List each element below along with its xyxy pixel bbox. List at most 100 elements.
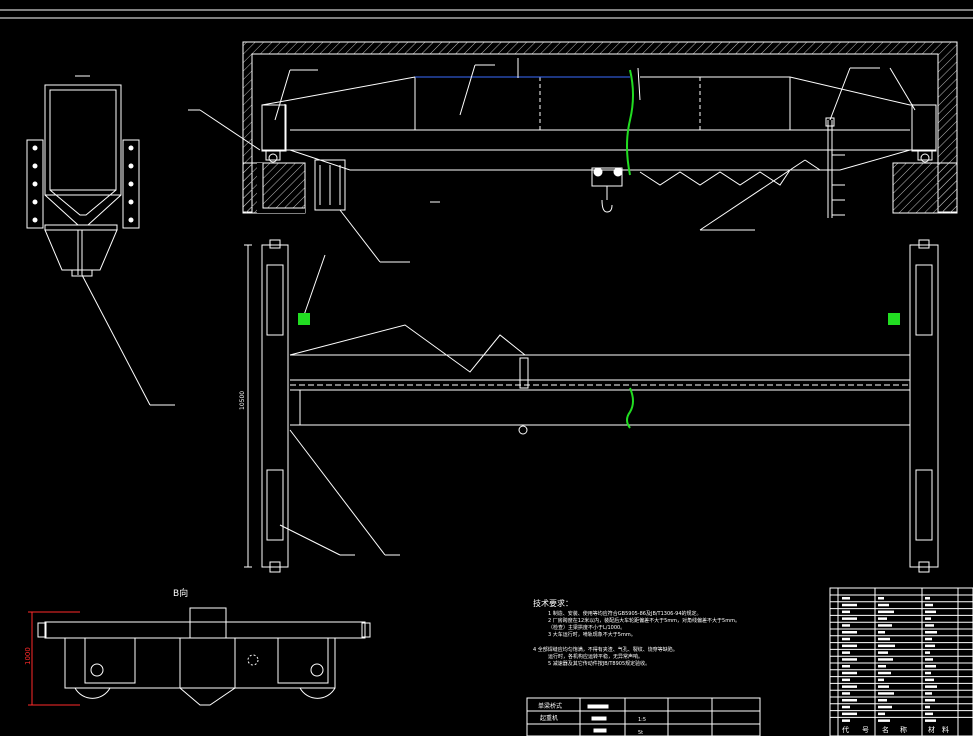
bom-header-cell: 号 <box>862 726 869 734</box>
bom-header-cell: 料 <box>942 725 949 734</box>
plan-view <box>244 239 939 573</box>
bom-cell-text <box>842 617 857 620</box>
title-name-1: 单梁桥式 <box>538 702 562 710</box>
bom-cell-text <box>842 705 850 709</box>
bom-header-cell: 名 <box>882 725 889 734</box>
bom-cell-text <box>925 685 937 688</box>
bom-cell-text <box>925 705 930 709</box>
bom-cell-text <box>925 671 931 675</box>
bom-cell-text <box>878 651 888 654</box>
bolt-icon <box>128 163 134 169</box>
bom-header-cell: 材 <box>928 725 935 734</box>
tech-line: （检查）主梁拱度不小于L/1000。 <box>548 624 625 631</box>
bom-cell-text <box>842 678 850 682</box>
bom-table <box>829 587 973 736</box>
bom-cell-text <box>842 624 850 627</box>
main-elevation-view <box>188 41 958 263</box>
bom-cell-text <box>878 603 889 607</box>
bom-cell-text <box>842 719 850 722</box>
b-view <box>37 607 371 706</box>
bom-cell-text <box>925 610 936 614</box>
bolt-icon <box>32 217 38 223</box>
bolt-icon <box>32 199 38 205</box>
bom-cell-text <box>878 685 889 688</box>
tech-line: 2 厂房跨度在12米以内，装配后大车轮距偏差不大于5mm，对角线偏差不大于5mm… <box>548 617 740 624</box>
bolt-icon <box>32 163 38 169</box>
span-dimension: 10500 <box>239 391 246 410</box>
view-b-label: B向 <box>173 587 188 599</box>
bom-cell-text <box>842 671 857 675</box>
break-line <box>626 387 634 429</box>
section-view <box>26 75 175 406</box>
tech-line: 4 全部焊缝应均匀饱满，不得有夹渣、气孔、裂纹、烧穿等缺陷。 <box>533 646 678 653</box>
title-name-2: 起重机 <box>540 714 558 722</box>
bolt-icon <box>32 181 38 187</box>
bom-cell-text <box>842 637 850 641</box>
bom-cell-text <box>878 658 893 661</box>
bom-cell-text <box>925 617 931 620</box>
bom-cell-text <box>925 712 933 716</box>
tech-line: 5 减速器及其它传动件按JB/T8905规定验收。 <box>548 660 650 667</box>
bom-cell-text <box>925 658 933 661</box>
bom-cell-text <box>878 705 892 709</box>
bolt-icon <box>32 145 38 151</box>
bom-cell-text <box>842 597 850 600</box>
bom-cell-text <box>925 603 933 607</box>
bom-cell-text <box>878 678 884 682</box>
motor-left-icon <box>298 313 310 325</box>
title-scale: 1:5 <box>638 717 646 723</box>
bom-cell-text <box>878 719 890 722</box>
height-dimension: 1000 <box>24 647 32 665</box>
bom-cell-text <box>842 685 857 688</box>
bom-cell-text <box>842 699 857 702</box>
tech-heading: 技术要求： <box>533 598 573 608</box>
bom-cell-text <box>878 631 885 634</box>
drawing-border <box>0 9 973 19</box>
bom-cell-text <box>842 665 850 668</box>
bom-cell-text <box>878 644 895 648</box>
bom-cell-text <box>878 692 894 695</box>
bom-header: 代 号 名 称 材 料 <box>842 725 949 734</box>
bom-cell-text <box>925 719 936 722</box>
bom-cell-text <box>878 610 894 614</box>
bom-cell-text <box>878 637 890 641</box>
title-weight: 5t <box>638 730 643 736</box>
bom-cell-text <box>925 665 936 668</box>
section-bolts <box>32 145 134 223</box>
bom-cell-text <box>842 658 857 661</box>
bom-cell-text <box>925 631 937 634</box>
bom-cell-text <box>878 597 884 600</box>
hoist-trolley <box>591 167 623 213</box>
bom-cell-text <box>925 644 935 648</box>
bom-cell-text <box>925 624 934 627</box>
tech-line: 1 制造、安装、使用等均应符合GB5905-86及JB/T1306-94的规定。 <box>548 610 702 617</box>
bom-cell-text <box>925 692 932 695</box>
technical-requirements: 技术要求： 1 制造、安装、使用等均应符合GB5905-86及JB/T1306-… <box>533 598 740 667</box>
bolt-icon <box>128 217 134 223</box>
bom-cell-text <box>925 651 930 654</box>
bom-cell-text <box>842 651 850 654</box>
bom-cell-text <box>842 610 850 614</box>
bom-header-cell: 代 <box>842 725 849 734</box>
bolt-icon <box>128 181 134 187</box>
bom-cell-text <box>878 699 887 702</box>
bom-cell-text <box>878 617 887 620</box>
bom-cell-text <box>842 603 857 607</box>
b-view-dimension <box>28 611 80 706</box>
bom-cell-text <box>878 624 892 627</box>
bolt-icon <box>128 199 134 205</box>
bom-cell-text <box>925 699 935 702</box>
title-block <box>526 697 761 736</box>
bom-cell-text <box>925 597 930 600</box>
bom-cell-text <box>925 637 932 641</box>
bom-cell-text <box>878 671 891 675</box>
bolt-icon <box>128 145 134 151</box>
motor-right-icon <box>888 313 900 325</box>
tech-line: 3 大车运行时，啃轨现象不大于5mm。 <box>548 631 636 638</box>
bom-cell-text <box>925 678 934 682</box>
bom-cell-text <box>842 692 850 695</box>
bom-cell-text <box>842 644 857 648</box>
bom-cell-text <box>842 712 857 716</box>
bom-cell-text <box>842 631 857 634</box>
